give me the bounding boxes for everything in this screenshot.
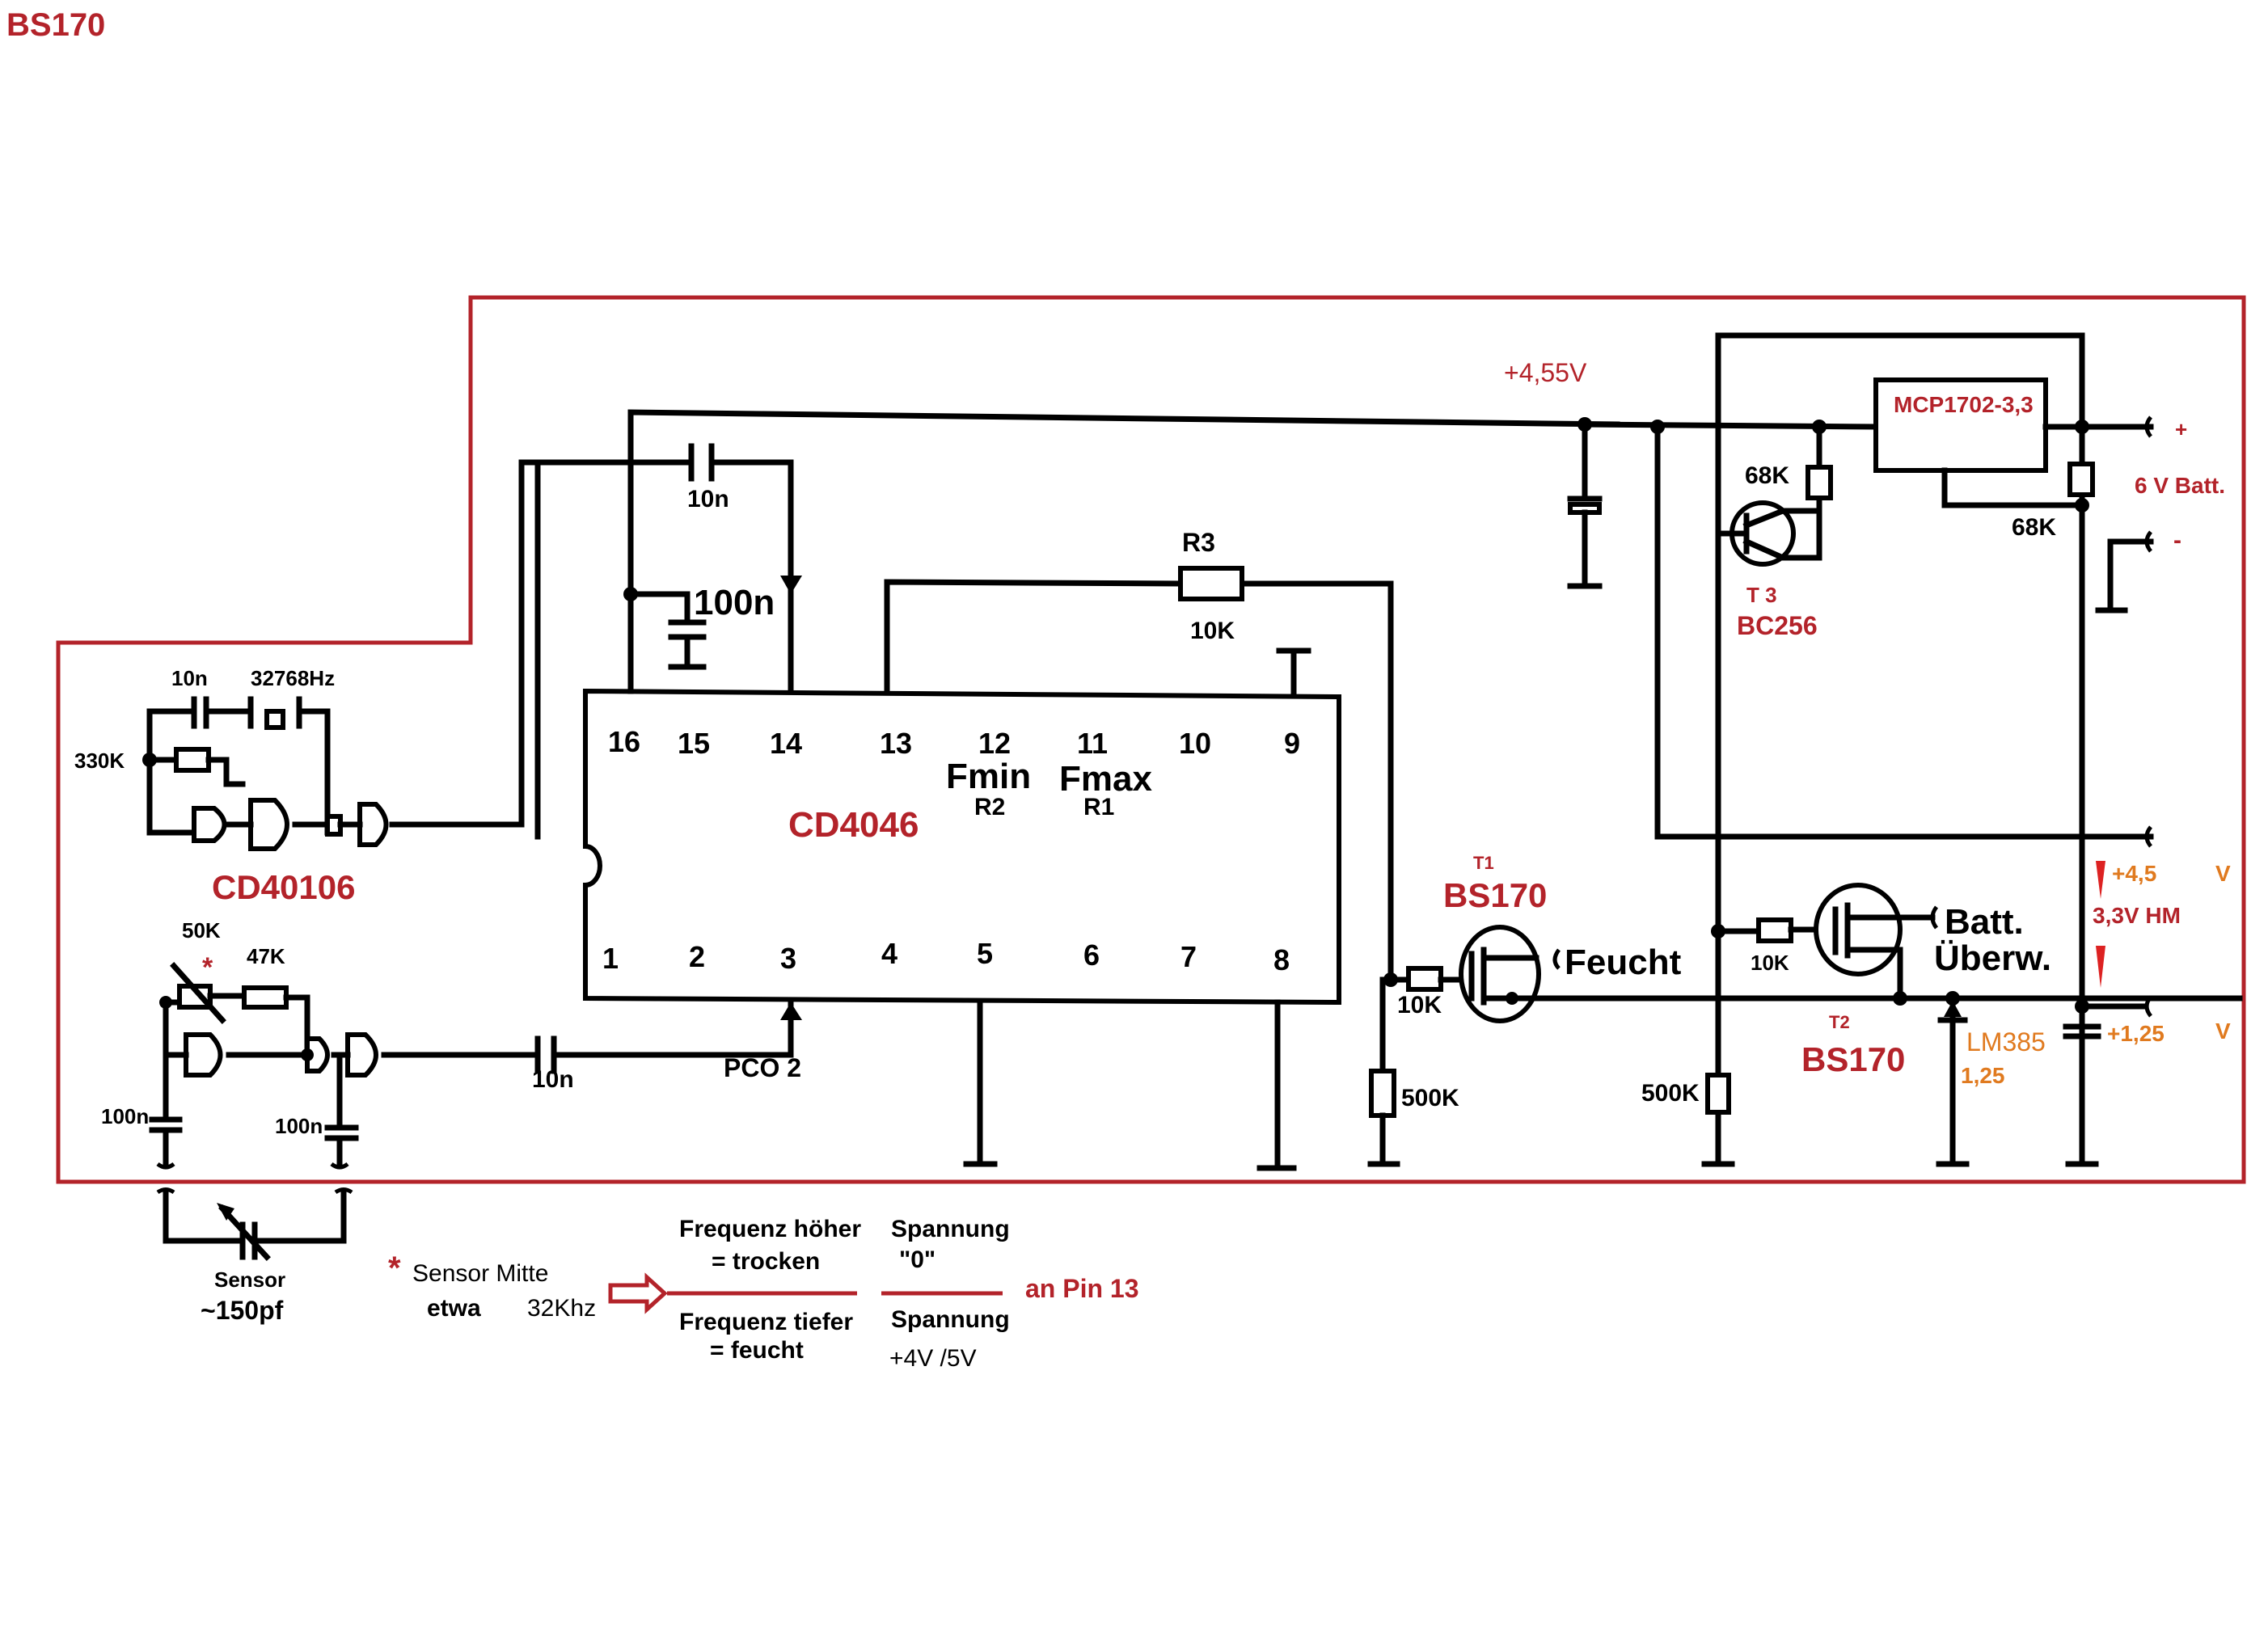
osc-resistor-label: 330K — [74, 749, 125, 773]
resistor-r3: R3 10K — [1178, 528, 1244, 644]
t1-gate-resistor-label: 10K — [1397, 992, 1442, 1018]
cap-10n-coupling-label: 10n — [532, 1066, 574, 1093]
sensor-capacitor: Sensor ~150pf — [156, 1187, 353, 1325]
t2-gate-resistor-label: 10K — [1751, 951, 1789, 975]
lm385-reference: LM385 1,25 — [1936, 991, 2046, 1167]
pin-6: 6 — [1083, 938, 1100, 972]
lm385-voltage: 1,25 — [1961, 1063, 2005, 1088]
sensor-mitte-label: Sensor Mitte — [412, 1260, 548, 1287]
pot-star: * — [202, 952, 213, 983]
t3-resistor-label: 68K — [1745, 462, 1789, 489]
fmin-r2-label: R2 — [974, 794, 1005, 820]
pin-3: 3 — [780, 942, 796, 975]
cd4046-label: CD4046 — [788, 805, 919, 845]
pot-label: 50K — [182, 918, 221, 943]
pin-9: 9 — [1284, 727, 1300, 760]
fmax-r1-label: R1 — [1083, 794, 1114, 820]
rail-voltage-label: +4,55V — [1504, 358, 1587, 387]
notes: * Sensor Mitte etwa 32Khz Frequenz höher… — [388, 1216, 1139, 1372]
feucht-label: Feucht — [1565, 943, 1682, 982]
osc-cap-label: 10n — [171, 666, 208, 690]
t2-name: BS170 — [1801, 1040, 1905, 1078]
cap-100n-decouple: 100n — [627, 583, 775, 670]
t2-pulldown-label: 500K — [1641, 1080, 1700, 1107]
pin-10: 10 — [1179, 727, 1211, 760]
t1-name: BS170 — [1443, 876, 1547, 914]
fmax-label: Fmax — [1059, 759, 1152, 799]
pin-13: 13 — [880, 727, 912, 760]
arrow-icon — [608, 1272, 668, 1314]
sensor-value: ~150pf — [201, 1296, 284, 1325]
freq-low-label: Frequenz tiefer — [679, 1309, 853, 1335]
cap-10n-top-label: 10n — [687, 486, 729, 512]
volts-label: +4V /5V — [889, 1345, 977, 1372]
out-v-unit-1: V — [2215, 861, 2231, 886]
zero-label: "0" — [899, 1246, 935, 1273]
batt-monitor-label-2: Überw. — [1934, 938, 2051, 978]
pin-16: 16 — [608, 725, 640, 758]
out-v-unit-2: V — [2215, 1018, 2231, 1044]
out-125-label: +1,25 — [2107, 1021, 2165, 1046]
lm385-label: LM385 — [1966, 1027, 2046, 1056]
cap-100n-decouple-label: 100n — [694, 583, 775, 622]
reg-resistor-label: 68K — [2012, 514, 2056, 541]
cd4046-ic: CD4046 16 15 14 13 12 11 10 9 Fmin R2 Fm… — [583, 688, 1341, 1006]
spannung-2-label: Spannung — [891, 1306, 1010, 1333]
t1-mosfet: Feucht T1 BS170 10K 500K — [1367, 853, 2243, 1167]
batt-plus: + — [2175, 417, 2187, 441]
cap-100n-left-label: 100n — [101, 1104, 149, 1128]
pin-4: 4 — [881, 937, 897, 970]
feucht-note-label: = feucht — [710, 1337, 804, 1364]
r3-value: 10K — [1190, 618, 1235, 644]
batt-monitor-label-1: Batt. — [1945, 902, 2024, 942]
pin-15: 15 — [678, 727, 710, 760]
t2-mosfet: Batt. Überw. 10K T2 BS170 500K — [1641, 883, 2051, 1167]
cd40106-oscillator: 10n 32768Hz 330K CD40106 — [74, 459, 541, 906]
enclosure-outline — [56, 295, 2246, 1184]
t3-tag: T 3 — [1746, 583, 1777, 607]
sensor-label: Sensor — [214, 1267, 285, 1292]
t1-tag: T1 — [1473, 853, 1494, 873]
etwa-label: etwa — [427, 1295, 481, 1322]
notes-star: * — [388, 1250, 401, 1286]
sensor-oscillator: 50K * 47K 100n 100n 10n PCO 2 — [101, 918, 801, 1170]
cap-10n-top: 10n — [687, 443, 729, 512]
freq-label: 32Khz — [527, 1295, 596, 1322]
freq-high-label: Frequenz höher — [679, 1216, 861, 1242]
out-45-label: +4,5 — [2112, 861, 2156, 886]
pin-2: 2 — [689, 940, 705, 973]
pin-14: 14 — [770, 727, 802, 760]
t2-tag: T2 — [1829, 1012, 1850, 1032]
pin-1: 1 — [602, 942, 619, 975]
pin-11: 11 — [1077, 727, 1108, 760]
t3-name: BC256 — [1737, 611, 1818, 640]
pin-8: 8 — [1273, 943, 1290, 976]
pco-label: PCO 2 — [724, 1053, 801, 1082]
pin-12: 12 — [978, 727, 1011, 760]
t1-pulldown-label: 500K — [1401, 1085, 1459, 1111]
batt-minus: - — [2173, 527, 2181, 554]
fmin-label: Fmin — [946, 757, 1031, 796]
batt-label: 6 V Batt. — [2135, 473, 2225, 498]
pin-7: 7 — [1180, 940, 1197, 973]
cap-100n-right-label: 100n — [275, 1114, 323, 1138]
trocken-label: = trocken — [712, 1248, 820, 1275]
resistor-47k-label: 47K — [247, 944, 285, 968]
power-section: +4,55V MCP1702-3,3 68K + 6 V Batt. - 68K — [1504, 332, 2231, 1167]
pin-5: 5 — [977, 937, 993, 970]
r3-label: R3 — [1182, 528, 1215, 557]
out-33-label: 3,3V HM — [2093, 903, 2181, 928]
cd40106-label: CD40106 — [212, 868, 355, 906]
page-title: BS170 — [6, 7, 105, 43]
regulator-label: MCP1702-3,3 — [1894, 392, 2034, 417]
crystal-label: 32768Hz — [251, 666, 335, 690]
spannung-1-label: Spannung — [891, 1216, 1010, 1242]
an-pin-label: an Pin 13 — [1025, 1274, 1139, 1303]
